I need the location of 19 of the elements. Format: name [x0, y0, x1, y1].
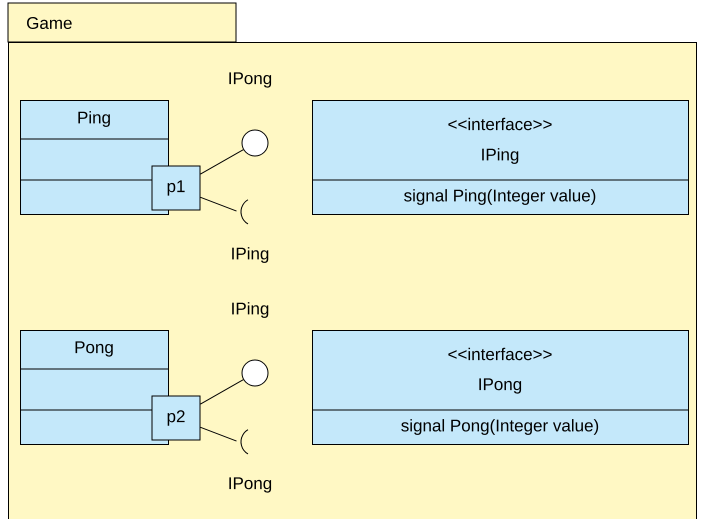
connector-line	[200, 379, 244, 405]
interface-label: IPong	[229, 477, 272, 493]
connector-line	[200, 426, 237, 442]
connector-line	[200, 196, 237, 212]
class-box: Ping	[20, 100, 169, 215]
provided-interface-circle	[242, 130, 268, 156]
interface-label: IPing	[232, 302, 268, 318]
provided-interface-circle	[242, 360, 268, 386]
required-interface-socket	[240, 429, 248, 454]
interface-box: <<interface>> IPong signal Pong(Integer value)	[312, 330, 689, 445]
interface-label: IPong	[229, 72, 272, 88]
port-box: p2	[152, 396, 200, 440]
interface-label: IPing	[232, 247, 268, 263]
port-box: p1	[152, 166, 200, 210]
required-interface-socket	[240, 199, 248, 224]
node-label: Game	[27, 16, 72, 30]
connector-line	[200, 149, 244, 175]
class-box: Pong	[20, 330, 169, 445]
interface-box: <<interface>> IPing signal Ping(Integer value)	[312, 100, 689, 215]
